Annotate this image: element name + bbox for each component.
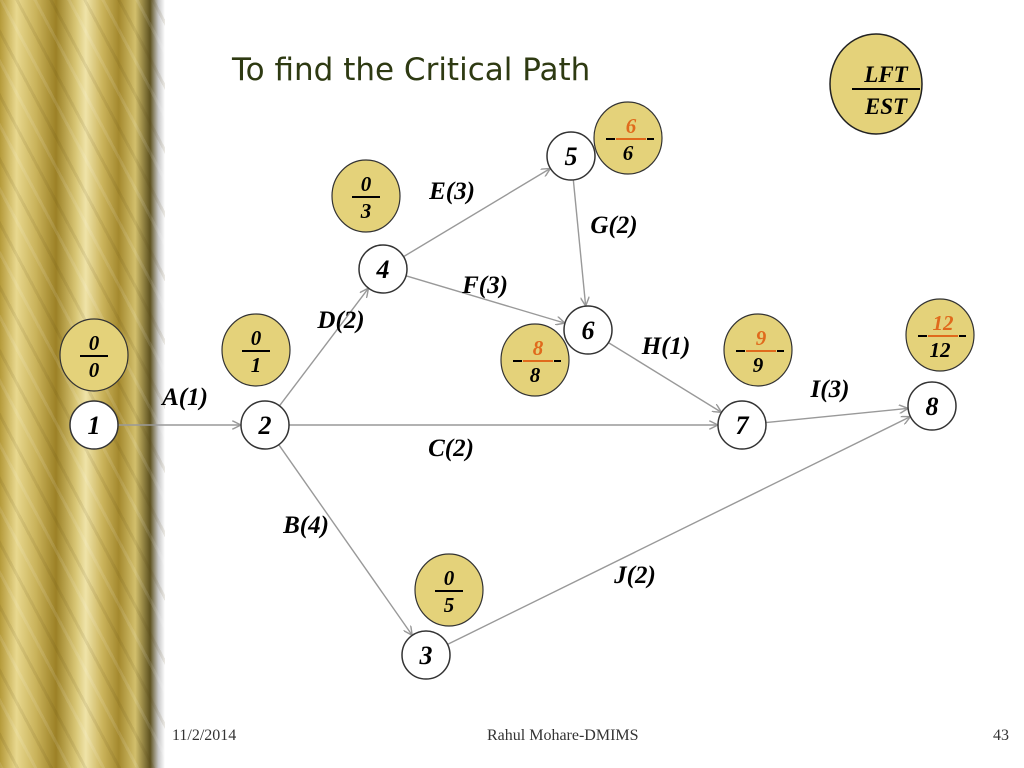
- node-circle: [907, 381, 957, 431]
- edge-labels-layer: A(1) B(4) C(2) D(2) E(3) F(3) G(2) H(1) I(3) J(2): [160, 178, 849, 589]
- node-label: 3: [419, 641, 433, 670]
- legend-oval: [829, 33, 923, 135]
- node-circle: [563, 305, 613, 355]
- lft-value: 12: [933, 311, 955, 335]
- edge-label-5-6: G(2): [590, 212, 637, 239]
- node-circle: [401, 630, 451, 680]
- edges-layer: [118, 169, 910, 646]
- node-1: 1: [69, 400, 119, 450]
- edge-label-2-3: B(4): [282, 512, 329, 539]
- edge-4-6: [405, 275, 564, 323]
- edge-label-2-4: D(2): [316, 307, 364, 334]
- time-oval-node-4: 03: [331, 159, 401, 233]
- edge-label-7-8: I(3): [810, 376, 850, 403]
- node-circle: [240, 400, 290, 450]
- node-label: 1: [88, 411, 101, 440]
- lft-value: 6: [626, 114, 637, 138]
- node-4: 4: [358, 244, 408, 294]
- legend: LFT EST: [829, 33, 923, 135]
- time-oval-node-5: 66: [593, 101, 663, 175]
- edge-label-1-2: A(1): [160, 384, 208, 411]
- time-oval-node-6: 88: [500, 323, 570, 397]
- node-label: 6: [582, 316, 595, 345]
- node-circle: [69, 400, 119, 450]
- node-circle: [358, 244, 408, 294]
- node-2: 2: [240, 400, 290, 450]
- node-8: 8: [907, 381, 957, 431]
- footer-author: Rahul Mohare-DMIMS: [487, 727, 639, 744]
- node-circle: [717, 400, 767, 450]
- est-value: 12: [930, 338, 952, 362]
- time-oval-node-3: 05: [414, 553, 484, 627]
- node-3: 3: [401, 630, 451, 680]
- time-oval-node-2: 01: [221, 313, 291, 387]
- est-value: 8: [530, 363, 541, 387]
- est-value: 3: [360, 199, 372, 223]
- lft-value: 0: [251, 326, 262, 350]
- est-value: 5: [444, 593, 455, 617]
- legend-top: LFT: [863, 62, 908, 87]
- edge-label-4-5: E(3): [428, 178, 475, 205]
- lft-value: 8: [533, 336, 544, 360]
- est-value: 6: [623, 141, 634, 165]
- node-label: 8: [926, 392, 939, 421]
- edge-label-6-7: H(1): [641, 333, 691, 360]
- lft-value: 0: [444, 566, 455, 590]
- edge-label-3-8: J(2): [613, 562, 656, 589]
- lft-value: 0: [361, 172, 372, 196]
- node-6: 6: [563, 305, 613, 355]
- slide-title: To find the Critical Path: [232, 52, 591, 88]
- page-number: 43: [993, 727, 1009, 744]
- legend-bottom: EST: [864, 94, 908, 119]
- edge-label-4-6: F(3): [461, 272, 508, 299]
- node-label: 7: [736, 411, 750, 440]
- edge-7-8: [765, 408, 907, 424]
- time-oval-node-7: 99: [723, 313, 793, 387]
- node-5: 5: [546, 131, 596, 181]
- time-oval-node-1: 00: [59, 318, 129, 392]
- edge-5-6: [572, 179, 585, 305]
- est-value: 0: [89, 358, 100, 382]
- edge-4-5: [403, 169, 550, 258]
- lft-value: 0: [89, 331, 100, 355]
- node-7: 7: [717, 400, 767, 450]
- edge-label-2-7: C(2): [428, 435, 474, 462]
- node-label: 4: [376, 255, 390, 284]
- est-value: 9: [753, 353, 764, 377]
- node-label: 5: [565, 142, 578, 171]
- edge-3-8: [447, 417, 910, 646]
- edge-2-4: [278, 289, 367, 407]
- footer-date: 11/2/2014: [172, 727, 237, 744]
- node-circle: [546, 131, 596, 181]
- edge-2-3: [278, 444, 412, 635]
- est-value: 1: [251, 353, 262, 377]
- edge-6-7: [608, 342, 720, 412]
- node-label: 2: [258, 411, 272, 440]
- lft-value: 9: [756, 326, 767, 350]
